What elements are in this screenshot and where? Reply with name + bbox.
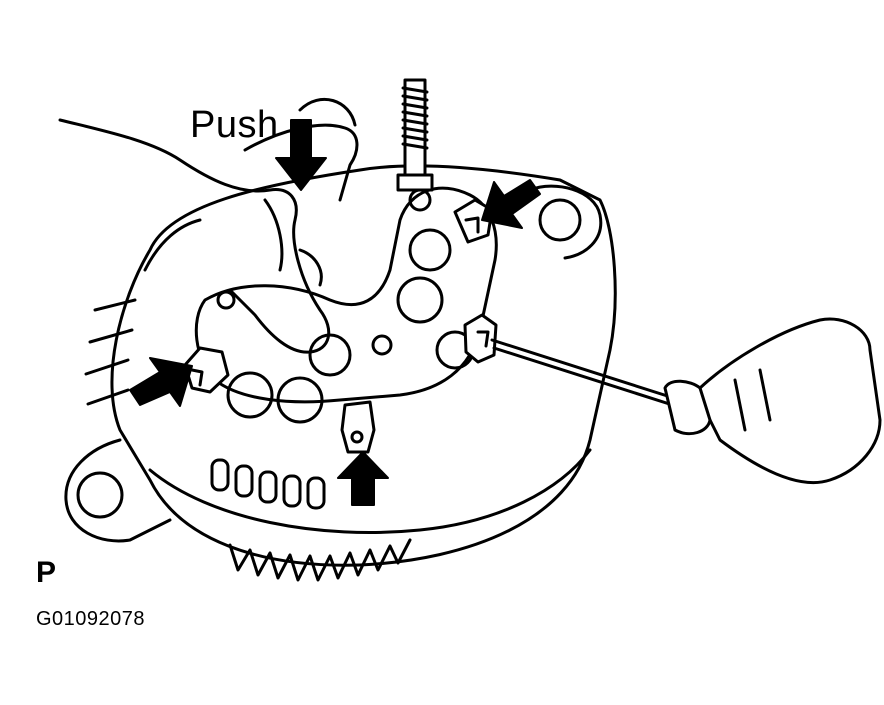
view-marker: P xyxy=(36,556,57,589)
pushing-hand xyxy=(58,97,359,354)
arrow-up-icon xyxy=(337,451,389,506)
push-label: Push xyxy=(190,104,279,146)
fan-teeth xyxy=(228,538,412,582)
alternator-housing xyxy=(84,164,617,567)
figure-code: G01092078 xyxy=(36,608,146,630)
arrow-up-right-icon xyxy=(129,357,193,407)
mounting-ear-left xyxy=(64,438,172,543)
vent-slots xyxy=(210,458,326,510)
mounting-ear-right xyxy=(528,184,603,260)
rectifier-holder xyxy=(194,186,498,424)
arrow-down-icon xyxy=(275,119,327,191)
screwdriver-icon xyxy=(490,317,882,485)
threaded-stud xyxy=(396,78,434,192)
claw-clips xyxy=(183,198,498,454)
arrow-down-left-icon xyxy=(481,179,541,229)
